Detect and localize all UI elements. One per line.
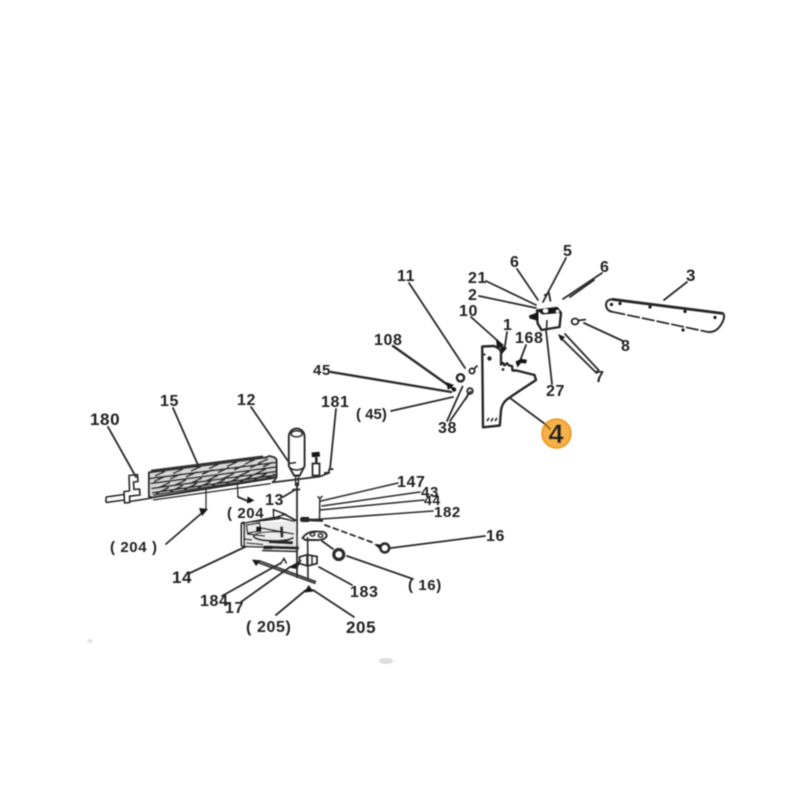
svg-text:( 204 ): ( 204 ) xyxy=(110,539,158,556)
svg-text:108: 108 xyxy=(374,332,403,349)
svg-text:168: 168 xyxy=(515,330,544,347)
svg-text:( 204: ( 204 xyxy=(227,505,264,522)
svg-text:4: 4 xyxy=(549,419,564,449)
svg-text:15: 15 xyxy=(160,393,179,410)
svg-text:11: 11 xyxy=(397,268,415,285)
svg-text:12: 12 xyxy=(237,392,256,409)
svg-text:6: 6 xyxy=(600,259,610,276)
svg-text:13: 13 xyxy=(265,492,284,509)
svg-text:38: 38 xyxy=(438,420,457,437)
svg-text:5: 5 xyxy=(563,243,573,260)
svg-text:7: 7 xyxy=(595,369,605,386)
svg-text:182: 182 xyxy=(434,504,461,521)
svg-text:8: 8 xyxy=(621,338,631,355)
svg-text:1: 1 xyxy=(503,317,513,334)
svg-text:2: 2 xyxy=(468,287,478,304)
svg-text:45: 45 xyxy=(313,362,331,379)
svg-text:21: 21 xyxy=(468,270,487,287)
svg-text:17: 17 xyxy=(225,600,244,617)
svg-text:10: 10 xyxy=(459,303,478,320)
svg-text:181: 181 xyxy=(321,394,350,411)
svg-text:16: 16 xyxy=(486,528,505,545)
svg-text:6: 6 xyxy=(510,254,520,271)
svg-text:3: 3 xyxy=(686,266,696,285)
svg-text:27: 27 xyxy=(546,383,565,400)
svg-text:( 16): ( 16) xyxy=(408,577,442,594)
svg-text:( 205): ( 205) xyxy=(246,619,291,636)
svg-text:180: 180 xyxy=(90,410,120,429)
svg-text:( 45): ( 45) xyxy=(356,406,387,423)
svg-text:205: 205 xyxy=(346,618,376,637)
svg-text:14: 14 xyxy=(172,568,192,587)
svg-text:183: 183 xyxy=(350,584,379,601)
